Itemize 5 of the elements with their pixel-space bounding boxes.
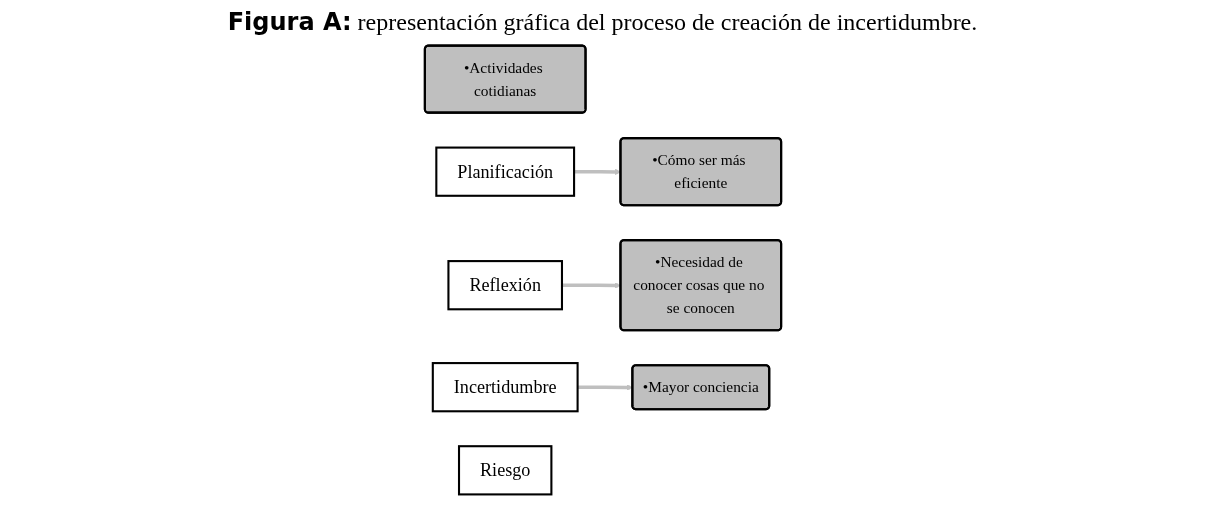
node-box: Incertidumbre [431, 362, 579, 413]
figure-title: Figura A: representación gráfica del proceso de creación de incertidumbre. [226, 8, 979, 36]
node-box: Riesgo [457, 445, 552, 496]
node-box: Planificación [434, 146, 575, 197]
node-box: Reflexión [446, 260, 563, 311]
